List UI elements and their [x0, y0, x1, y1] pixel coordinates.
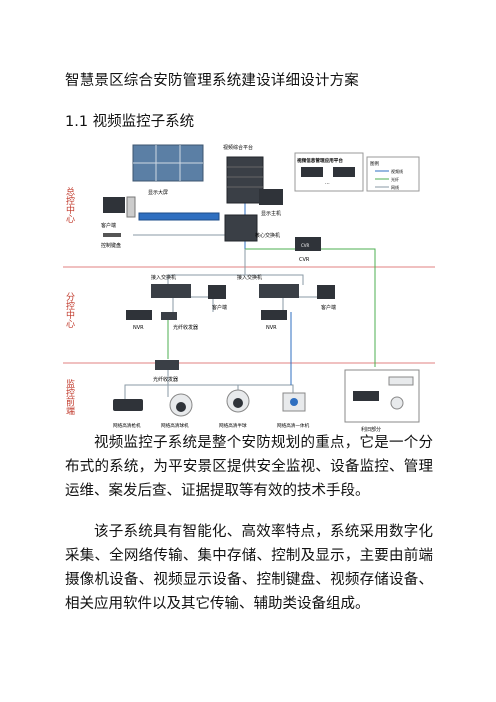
svg-text:NVR: NVR [266, 325, 277, 331]
zone-label-center: 总控中心 [64, 186, 75, 223]
svg-text:NVR: NVR [133, 325, 144, 331]
svg-text:接入交换机: 接入交换机 [237, 274, 262, 281]
svg-text:网络高清半球: 网络高清半球 [219, 422, 247, 429]
nvr-2: NVR [261, 310, 287, 331]
cvr-device: CVR CVR [295, 237, 321, 263]
svg-text:视频综合平台: 视频综合平台 [223, 144, 253, 151]
svg-text:图例: 图例 [370, 160, 379, 167]
video-platform: 视频综合平台 [223, 144, 264, 204]
paragraph-1: 视频监控子系统是整个安防规划的重点，它是一个分布式的系统，为平安景区提供安全监视… [65, 435, 433, 499]
svg-text:CVR: CVR [301, 243, 310, 248]
svg-text:总控中心: 总控中心 [64, 186, 75, 223]
paragraph-2: 该子系统具有智能化、高效率特点，系统采用数字化采集、全网络传输、集中存储、控制及… [65, 524, 433, 612]
svg-text:视频线: 视频线 [391, 168, 403, 174]
svg-text:分控中心: 分控中心 [64, 292, 75, 328]
camera-bullet: 网络高清枪机 [113, 399, 143, 429]
legacy-equipment-box: 利旧部分 [344, 369, 420, 433]
section-heading: 1.1 视频监控子系统 [65, 114, 195, 130]
video-wall: 显示大屏 [132, 144, 204, 196]
svg-text:客户端: 客户端 [321, 304, 336, 311]
access-switch-2: 接入交换机 [237, 274, 299, 298]
camera-half-dome: 网络高清半球 [219, 389, 250, 429]
camera-dome: 网络高清球机 [161, 393, 193, 429]
svg-text:利旧部分: 利旧部分 [361, 426, 381, 433]
display-bar [138, 212, 220, 221]
client-pc-center: 客户端 控制键盘 [101, 196, 136, 249]
svg-text:网络高清枪机: 网络高清枪机 [113, 422, 141, 429]
core-switch: 核心交换机 [224, 214, 280, 242]
svg-text:监控前端: 监控前端 [64, 378, 75, 416]
svg-text:客户端: 客户端 [212, 304, 227, 311]
camera-integrated: 网络高清一体机 [277, 392, 310, 429]
fiber-transceiver-2: 光纤收发器 [153, 360, 179, 383]
nvr-1: NVR [126, 310, 152, 331]
svg-text:接入交换机: 接入交换机 [151, 274, 176, 281]
svg-text:光纤收发器: 光纤收发器 [173, 324, 198, 331]
svg-text:网线: 网线 [391, 184, 399, 190]
legend: 图例 视频线 光纤 网线 [366, 156, 420, 192]
svg-text:视频信息管理应用平台: 视频信息管理应用平台 [297, 157, 343, 164]
document-title: 智慧景区综合安防管理系统建设详细设计方案 [65, 73, 359, 89]
svg-text:CVR: CVR [299, 257, 310, 263]
svg-text:网络高清一体机: 网络高清一体机 [277, 422, 310, 429]
svg-text:显示主机: 显示主机 [261, 210, 281, 217]
svg-text:显示大屏: 显示大屏 [148, 189, 168, 196]
zone-label-sub: 分控中心 [64, 292, 75, 328]
system-architecture-diagram: 总控中心 分控中心 监控前端 显示大屏 [63, 144, 435, 433]
svg-text:光纤收发器: 光纤收发器 [153, 376, 178, 383]
svg-text:客户端: 客户端 [101, 222, 116, 229]
display-host: 显示主机 [259, 189, 283, 217]
svg-text:核心交换机: 核心交换机 [255, 232, 280, 239]
client-pc-2: 客户端 [317, 285, 336, 311]
cables [124, 199, 376, 399]
access-switch-1: 接入交换机 [151, 274, 191, 298]
zone-label-front: 监控前端 [64, 378, 75, 416]
fiber-transceiver-1: 光纤收发器 [161, 312, 198, 331]
svg-text:控制键盘: 控制键盘 [101, 242, 121, 249]
client-pc-1: 客户端 [208, 285, 227, 311]
svg-text:光纤: 光纤 [391, 176, 399, 182]
svg-text:网络高清球机: 网络高清球机 [161, 422, 189, 429]
mgmt-platform-box: 视频信息管理应用平台 ... [294, 152, 364, 192]
svg-text:...: ... [325, 180, 330, 186]
